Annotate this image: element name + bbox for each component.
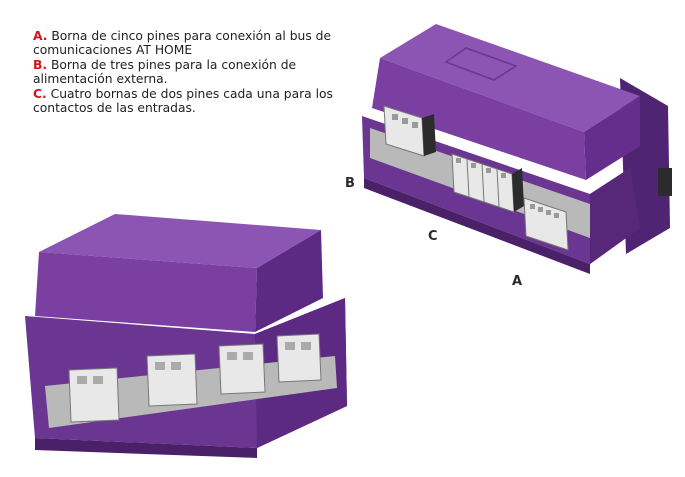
legend-letter-b: B.	[33, 57, 48, 72]
device-illustration-angled	[362, 24, 672, 274]
legend-letter-c: C.	[33, 86, 47, 101]
callout-a: A	[512, 274, 523, 289]
legend: A. Borna de cinco pines para conexión al…	[33, 29, 353, 115]
legend-text-c: Cuatro bornas de dos pines cada una para…	[33, 86, 333, 116]
legend-item-c: C. Cuatro bornas de dos pines cada una p…	[33, 87, 353, 116]
legend-item-b: B. Borna de tres pines para la conexión …	[33, 58, 353, 87]
legend-text-a: Borna de cinco pines para conexión al bu…	[33, 29, 332, 58]
terminal-4	[276, 333, 322, 383]
terminal-3	[218, 343, 266, 395]
callout-c: C	[428, 229, 438, 244]
terminal-1	[68, 367, 120, 423]
legend-item-a: A. Borna de cinco pines para conexión al…	[33, 29, 353, 58]
legend-letter-a: A.	[33, 29, 48, 43]
legend-text-b: Borna de tres pines para la conexión de …	[33, 57, 297, 87]
terminal-2	[146, 353, 198, 407]
callout-b: B	[345, 176, 355, 191]
device-illustration-front	[25, 214, 347, 458]
